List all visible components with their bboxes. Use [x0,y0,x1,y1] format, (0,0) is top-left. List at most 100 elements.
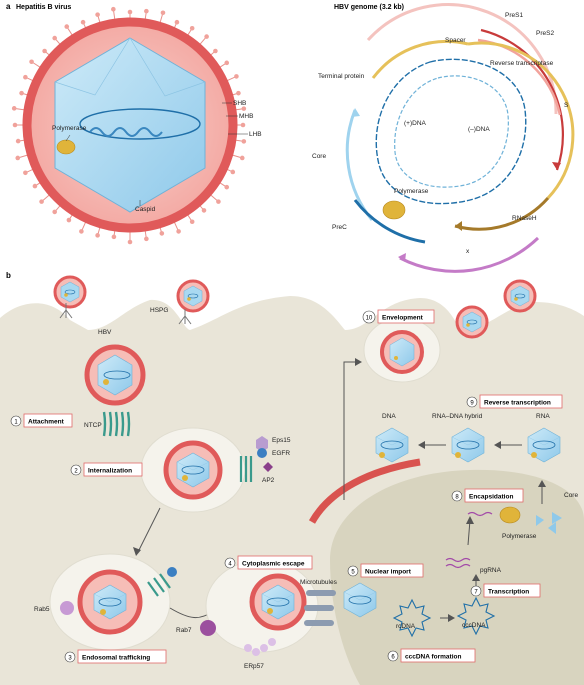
envelope-spike-head [95,12,100,17]
hbv-label: HBV [98,329,112,336]
envelope-spike-head [127,9,133,15]
mhb-label: MHB [239,113,253,120]
step-2-number: 2 [74,469,78,475]
arrow-internalization-to-trafficking [137,507,161,553]
envelope-spike-head [12,122,18,128]
hspg-receptor-2 [178,309,192,325]
released-virion-2 [503,279,537,313]
envelope-spike-head [95,233,100,238]
polymerase-label: Polymerase [52,125,87,132]
rab7-label: Rab7 [176,627,192,634]
minus-dna-strand [375,58,527,205]
microtubules [304,590,336,626]
envelope-spike-head [64,24,70,29]
rnaseh-label: RNaseH [512,215,537,222]
envelope-spike-head [15,155,21,161]
envelope-spike-head [42,48,47,54]
step-9-number: 9 [470,401,474,407]
terminal-protein-arc [371,39,469,79]
core-label: Core [312,153,326,160]
step-2-label: Internalization [88,468,132,475]
envelope-spike-head [230,169,236,175]
envelope-spike-head [176,229,181,234]
ntcp-label: NTCP [84,422,102,429]
envelope-spike-head [213,48,218,54]
envelope-spike-head [241,139,247,144]
step-envelopment: 10 Envelopment [362,309,435,324]
envelope-spike-head [204,34,209,39]
step-4-label: Cytoplasmic escape [242,561,305,568]
extracellular-virion-2 [176,279,210,313]
step-1-label: Attachment [28,419,65,426]
envelope-spike-head [23,170,28,176]
cccdna-icon [456,596,496,636]
dna-helix [89,127,163,137]
envelope-spike-head [111,6,116,12]
step-internalization: 2 Internalization [70,462,143,477]
genome-title: HBV genome (3.2 kb) [334,4,404,11]
genome-polymerase-label: Polymerase [394,188,429,195]
envelope-spike-head [79,229,84,234]
dna-label: DNA [382,413,396,420]
eps15-label: Eps15 [272,437,291,444]
cccdna-label: cccDNA [462,622,486,629]
step-endosomal-trafficking: 3 Endosomal trafficking [64,649,167,664]
terminal-protein-label: Terminal protein [318,73,365,80]
x-label: x [466,248,470,255]
step-encapsidation: 8 Encapsidation [451,488,524,503]
envelope-spike-head [111,234,117,240]
step-8-number: 8 [455,495,459,501]
envelope-spike-head [239,155,245,161]
step-5-label: Nuclear import [365,569,412,576]
reverse-transcriptase-arc [467,41,575,200]
ap2-icon [263,462,273,472]
pgrna-icon [445,557,471,569]
hbv-genome-diagram: PreS1 PreS2 Spacer Reverse transcriptase… [312,3,575,273]
step-cccdna-formation: 6 cccDNA formation [387,648,476,663]
pgrna-label: pgRNA [480,567,502,574]
encapsidation-rna [467,511,493,517]
envelope-spike-head [201,208,207,213]
plus-dna-strand [394,75,509,188]
rab5-label: Rab5 [34,606,50,613]
step-nuclear-import: 5 Nuclear import [347,563,424,578]
caspid-label: Caspid [135,206,156,213]
ntcp-receptor [102,411,131,437]
lhb-label: LHB [249,131,262,138]
envelope-spike-head [32,183,38,189]
step-transcription: 7 Transcription [470,583,541,598]
envelope-spike-head [144,8,149,14]
rab5-icon [60,601,74,615]
spacer-label: Spacer [445,37,466,44]
envelope-spike-head [52,35,57,41]
egfr-icon [257,448,267,458]
step-7-number: 7 [474,590,478,596]
step-6-label: cccDNA formation [405,654,461,661]
envelope-spike-head [160,10,166,16]
panel-b: b HSPG HBV NTCP Eps15 E [0,271,584,685]
envelope-spike-head [66,217,72,223]
envelope-spike-head [80,19,86,25]
erp57-label: ERp57 [244,663,264,670]
microtubules-label: Microtubules [300,579,338,586]
core-protein-icon [536,512,562,534]
shb-label: SHB [233,100,246,107]
envelope-spike-head [39,199,44,204]
envelope-spike-head [11,106,17,111]
prec-arc [353,199,426,244]
egfr-label: EGFR [272,450,290,457]
hspg-label: HSPG [150,307,168,314]
released-virion-1 [455,305,489,339]
pres1-label: PreS1 [505,12,523,19]
step-6-number: 6 [391,655,395,661]
step-cytoplasmic-escape: 4 Cytoplasmic escape [224,555,313,570]
attachment-virion [84,344,146,406]
step-attachment: 1 Attachment [10,413,73,428]
envelope-spike-head [174,19,180,25]
step-4-number: 4 [228,562,232,568]
envelope-spike-head [52,209,57,215]
rt-label: Reverse transcriptase [490,60,554,67]
step-reverse-transcription: 9 Reverse transcription [466,394,563,409]
envelope-spike-head [241,106,247,111]
